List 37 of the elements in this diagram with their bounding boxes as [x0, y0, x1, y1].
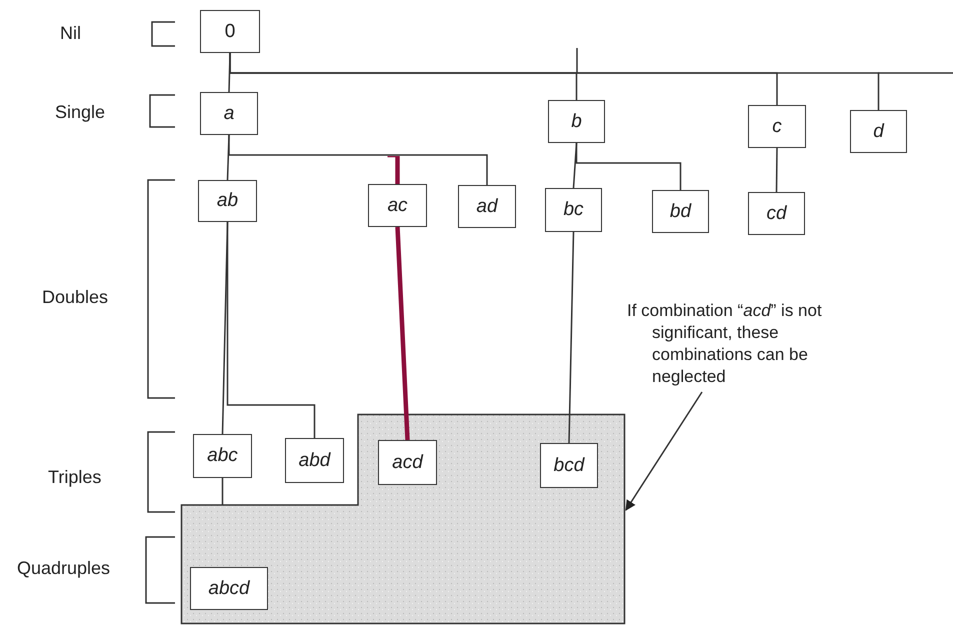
level-label: Quadruples	[17, 558, 110, 579]
combination-box: 0	[200, 10, 260, 53]
connector-line	[222, 222, 228, 434]
combination-box: c	[748, 105, 806, 148]
connector-line	[226, 134, 230, 180]
combination-box: abcd	[190, 567, 268, 610]
combination-box: abd	[285, 438, 344, 483]
combination-box: acd	[378, 440, 437, 485]
connector-line	[572, 142, 578, 188]
connector-line	[226, 222, 316, 438]
arrow	[625, 392, 703, 511]
level-label: Single	[55, 102, 106, 123]
connector-line	[576, 143, 682, 190]
combination-box: abc	[193, 434, 252, 478]
level-label: Nil	[60, 23, 81, 44]
connector-line	[388, 156, 400, 184]
connector-line	[228, 52, 231, 92]
combination-box: ac	[368, 184, 427, 227]
combination-box: bcd	[540, 443, 598, 488]
combination-box: bd	[652, 190, 709, 233]
connector-line	[395, 226, 410, 440]
connector-line	[229, 53, 880, 110]
level-label: Triples	[48, 467, 102, 488]
connector-line	[568, 232, 574, 444]
combination-box: cd	[748, 192, 805, 235]
combination-box: bc	[545, 188, 602, 232]
level-label: Doubles	[42, 287, 108, 308]
connector-line	[222, 478, 224, 505]
connector-line	[776, 148, 778, 192]
combination-box: ad	[458, 185, 516, 228]
annotation-text: If combination “acd” is not significant, these combinations can be neglected	[627, 300, 882, 388]
combination-box: ab	[198, 180, 257, 222]
shaded-region	[180, 413, 626, 625]
combination-box: a	[200, 92, 258, 135]
combination-box: b	[548, 100, 605, 143]
connector-line	[228, 135, 488, 185]
combination-box: d	[850, 110, 907, 153]
